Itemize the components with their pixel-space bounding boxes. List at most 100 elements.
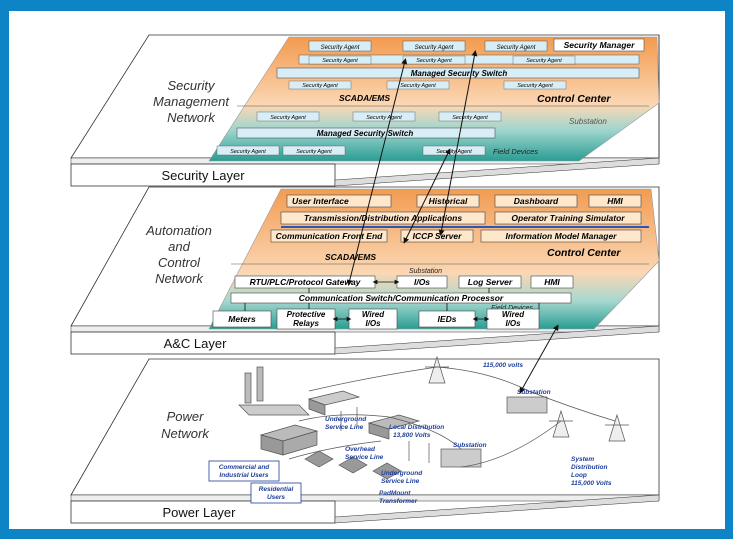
security-network-label: Security Management Network (153, 78, 230, 125)
underground-service-2-label: Service Line (381, 478, 420, 485)
local-distribution-label: 13,800 Volts (393, 432, 431, 439)
overhead-service-label: Overhead (345, 446, 376, 453)
power-layer-label: Power Layer (163, 505, 237, 520)
ac-protective-relays: Relays (293, 319, 319, 328)
security-agent-label: Security Agent (416, 58, 452, 64)
security-agent-label: Security Agent (270, 115, 306, 121)
ac-meters: Meters (228, 314, 256, 324)
underground-service-2-label: Underground (381, 470, 423, 477)
residential-users-label: Users (267, 494, 285, 501)
commercial-users-label: Industrial Users (219, 472, 269, 479)
ac-wired-ios: Wired (362, 310, 385, 319)
local-distribution-label: Local Distribution (389, 424, 444, 431)
ac-user-interface: User Interface (292, 196, 349, 206)
ac-dashboard: Dashboard (514, 196, 559, 206)
security-agent-label: Security Agent (322, 58, 358, 64)
power-layer: Power Layer Power Network (70, 355, 660, 524)
residential-users-box (250, 482, 302, 504)
commercial-users-label: Commercial and (219, 464, 271, 471)
underground-service-label: Service Line (325, 424, 364, 431)
security-manager-label: Security Manager (564, 40, 636, 50)
ac-network-label-line: Automation (145, 223, 212, 238)
cross-layer-connectors (346, 50, 559, 394)
ac-network-label-line: Network (155, 271, 204, 286)
ac-log-server: Log Server (468, 277, 513, 287)
managed-security-switch-cc-label: Managed Security Switch (411, 69, 508, 78)
security-substation-label: Substation (569, 117, 607, 126)
ac-layer-label-box (70, 331, 336, 355)
system-loop-label: Distribution (571, 464, 607, 471)
security-agent-label: Security Agent (497, 45, 536, 51)
ac-transmission-apps: Transmission/Distribution Applications (304, 213, 462, 223)
system-loop-label: 115,000 Volts (571, 480, 612, 487)
ac-protective-relays: Protective (287, 310, 326, 319)
security-agent-label: Security Agent (517, 83, 553, 89)
ac-rtu-gateway: RTU/PLC/Protocol Gateway (250, 277, 362, 287)
overhead-service-label: Service Line (345, 454, 384, 461)
ac-substation-label: Substation (409, 268, 442, 275)
ac-info-model-manager: Information Model Manager (506, 231, 618, 241)
security-network-label-line: Network (167, 110, 216, 125)
ac-hmi-sub: HMI (544, 277, 560, 287)
security-agent-row-top: Security Agent Security Agent Security A… (308, 38, 645, 52)
ac-network-label: Automation and Control Network (145, 223, 212, 286)
diagram-canvas: Security Layer Security Management Netwo… (9, 11, 725, 529)
security-agent-row-two: Security Agent Security Agent Security A… (308, 55, 576, 65)
security-network-label-line: Security (168, 78, 216, 93)
security-layer-label: Security Layer (161, 168, 245, 183)
ac-control-center-label: Control Center (547, 247, 621, 259)
security-agent-label: Security Agent (296, 149, 332, 155)
power-network-label-line: Network (161, 426, 210, 441)
ac-layer: A&C Layer Automation and Control Network… (70, 186, 660, 355)
power-network-label-line: Power (167, 409, 205, 424)
ac-layer-label: A&C Layer (164, 336, 228, 351)
ac-iccp-server: ICCP Server (413, 231, 463, 241)
connector-security-to-rtu (346, 58, 408, 286)
security-scada-label: SCADA/EMS (339, 93, 390, 103)
security-network-label-line: Management (153, 94, 230, 109)
security-control-center-label: Control Center (537, 93, 611, 105)
power-network-label: Power Network (161, 409, 210, 441)
ac-ios: I/Os (414, 277, 430, 287)
ac-comm-front-end: Communication Front End (276, 231, 384, 241)
security-agent-label: Security Agent (400, 83, 436, 89)
substation-mid-label: Substation (453, 442, 487, 449)
security-agent-label: Security Agent (526, 58, 562, 64)
security-agent-row-three: Security Agent Security Agent Security A… (288, 80, 567, 90)
security-agent-label: Security Agent (321, 45, 360, 51)
ac-network-label-line: and (168, 239, 190, 254)
ac-operator-training: Operator Training Simulator (511, 213, 625, 223)
ac-wired-ios: I/Os (505, 319, 521, 328)
security-agent-label: Security Agent (415, 45, 454, 51)
ac-wired-ios: Wired (502, 310, 525, 319)
underground-service-label: Underground (325, 416, 367, 423)
commercial-users-box (208, 460, 280, 482)
security-field-devices-label: Field Devices (493, 147, 538, 156)
managed-security-switch-sub-label: Managed Security Switch (317, 129, 414, 138)
security-agent-label: Security Agent (302, 83, 338, 89)
security-agent-label: Security Agent (366, 115, 402, 121)
ac-hmi-top: HMI (607, 196, 623, 206)
security-layer-label-box (70, 163, 336, 187)
connector-field-to-cc (403, 148, 451, 244)
layered-architecture-diagram: Security Layer Security Management Netwo… (70, 34, 660, 524)
padmount-label: Transformer (379, 498, 418, 505)
ac-ieds: IEDs (438, 314, 457, 324)
ac-field-devices-label: Field Devices (491, 305, 534, 312)
connector-ac-to-power (519, 324, 559, 394)
security-manager-box (553, 38, 645, 52)
ac-comm-switch: Communication Switch/Communication Proce… (299, 293, 504, 303)
security-agent-label: Security Agent (452, 115, 488, 121)
security-layer: Security Layer Security Management Netwo… (70, 34, 660, 187)
security-agent-label: Security Agent (230, 149, 266, 155)
volts-115-label: 115,000 volts (483, 362, 523, 369)
ac-network-label-line: Control (158, 255, 201, 270)
power-layer-label-box (70, 500, 336, 524)
ac-wired-ios: I/Os (365, 319, 381, 328)
ac-slab (208, 188, 660, 330)
power-grid-illustration (238, 355, 629, 480)
security-substation-agents: Security Agent Security Agent Security A… (256, 111, 502, 122)
security-agent-label: Security Agent (436, 149, 472, 155)
ac-historical: Historical (429, 196, 468, 206)
